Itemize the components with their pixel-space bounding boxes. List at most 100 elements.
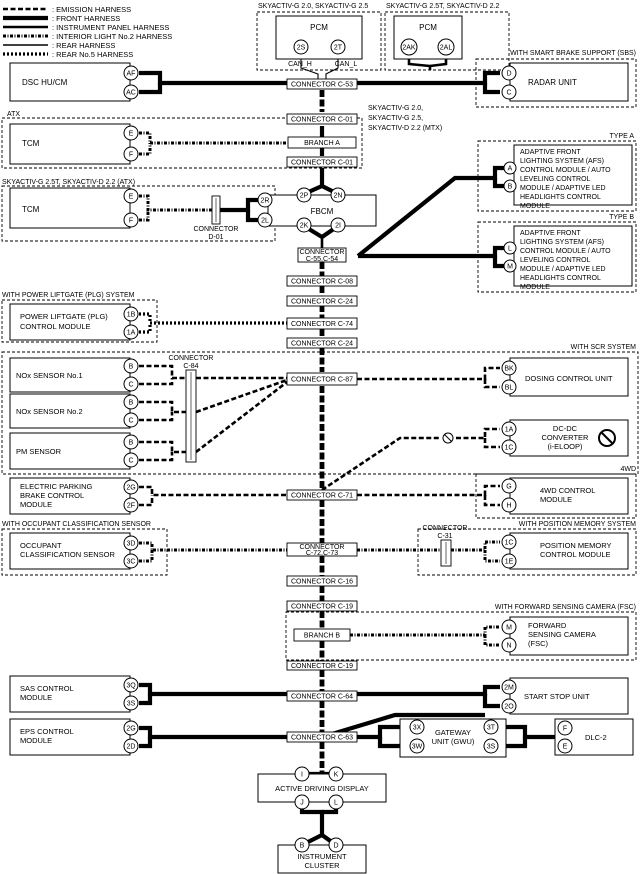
awd-line1: 4WD CONTROL <box>540 486 595 495</box>
gwu-line2: UNIT (GWU) <box>432 737 475 746</box>
option-groups <box>1 11 639 661</box>
pin-afs-b-m: M <box>507 264 513 271</box>
fsc-line1: FORWARD <box>528 621 567 630</box>
pin-dsc-af: AF <box>127 71 136 78</box>
connector-c84-line1: CONNECTOR <box>169 355 214 362</box>
pin-fbcm-2i: 2I <box>335 223 341 230</box>
connectors: CONNECTOR C-53 CONNECTOR C-01 BRANCH A C… <box>169 61 468 743</box>
pin-posmem-1c: 1C <box>505 540 514 547</box>
pin-dsc-ac: AC <box>126 90 136 97</box>
connector-c72-c73-line2: C-72,C-73 <box>306 550 338 557</box>
add-label: ACTIVE DRIVING DISPLAY <box>275 784 369 793</box>
radar-label: RADAR UNIT <box>528 78 577 87</box>
header-sbs: WITH SMART BRAKE SUPPORT (SBS) <box>510 50 636 57</box>
pin-ocs-3c: 3C <box>127 559 136 566</box>
afs-b-line2: LIGHTING SYSTEM (AFS) <box>520 239 604 246</box>
connector-c01-top: CONNECTOR C-01 <box>291 117 353 124</box>
legend-emission: : EMISSION HARNESS <box>52 5 131 14</box>
pin-pm-c: C <box>128 458 133 465</box>
pin-sas-3q: 3Q <box>126 683 136 690</box>
legend-rear5: : REAR No.5 HARNESS <box>52 50 133 59</box>
wire-marker-icon <box>442 432 454 444</box>
connector-c64: CONNECTOR C-64 <box>291 694 353 701</box>
pin-posmem-1e: 1E <box>505 559 514 566</box>
pin-gwu-3t: 3T <box>487 725 496 732</box>
pin-4wd-g: G <box>506 484 511 491</box>
header-type-b: TYPE B <box>609 214 634 221</box>
pin-dosing-bk: BK <box>504 366 514 373</box>
pin-gwu-3s: 3S <box>487 744 496 751</box>
pin-ic-d: D <box>333 843 338 850</box>
startstop-label: START STOP UNIT <box>524 692 590 701</box>
afs-a-line7: MODULE <box>520 203 550 210</box>
pin-eps-2d: 2D <box>127 744 136 751</box>
pin-fbcm-2l: 2L <box>261 218 269 225</box>
pins: 2S 2T 2AK 2AL AF AC D C E F E F 2R 2L 2P… <box>123 38 573 853</box>
pin-afs-a-a: A <box>508 166 513 173</box>
pin-ic-b: B <box>300 843 305 850</box>
pin-sas-3s: 3S <box>127 701 136 708</box>
connector-c72-c73-line1: CONNECTOR <box>300 544 345 551</box>
header-mtx-line2: SKYACTIV-G 2.5, <box>368 115 423 122</box>
gwu-line1: GATEWAY <box>435 728 471 737</box>
connector-c08: CONNECTOR C-08 <box>291 279 353 286</box>
sas-line1: SAS CONTROL <box>20 684 74 693</box>
pin-pcm2-2al: 2AL <box>440 45 453 52</box>
pin-nox2-c: C <box>128 418 133 425</box>
header-pcm1: SKYACTIV-G 2.0, SKYACTIV-G 2.5 <box>258 3 368 10</box>
epb-line1: ELECTRIC PARKING <box>20 482 93 491</box>
header-type-a: TYPE A <box>609 133 634 140</box>
fsc-line2: SENSING CAMERA <box>528 630 596 639</box>
pin-fsc-n: N <box>506 643 511 650</box>
tcm1-label: TCM <box>22 139 40 148</box>
pin-dosing-bl: BL <box>505 385 514 392</box>
afs-b-line5: MODULE / ADAPTIVE LED <box>520 266 606 273</box>
prohibited-icon <box>598 429 616 447</box>
pin-dcdc-1c: 1C <box>505 445 514 452</box>
header-atx2: SKYACTIV-G 2.5T, SKYACTIV-D 2.2 (ATX) <box>2 179 135 186</box>
connector-d01-line2: D-01 <box>208 234 223 241</box>
pin-radar-c: C <box>506 90 511 97</box>
awd-line2: MODULE <box>540 495 572 504</box>
plg-line2: CONTROL MODULE <box>20 322 91 331</box>
pin-plg-1b: 1B <box>127 312 136 319</box>
pin-pcm2-2ak: 2AK <box>402 45 416 52</box>
pin-ocs-3d: 3D <box>127 541 136 548</box>
connector-c55-c54-line2: C-55,C-54 <box>306 256 338 263</box>
connector-c31-line2: C-31 <box>437 533 452 540</box>
connector-d01-line1: CONNECTOR <box>194 226 239 233</box>
pin-tcm2-e: E <box>129 194 134 201</box>
afs-a-line4: LEVELING CONTROL <box>520 176 591 183</box>
ic-line2: CLUSTER <box>304 861 340 870</box>
pin-gwu-3w: 3W <box>412 744 423 751</box>
connector-c63: CONNECTOR C-63 <box>291 735 353 742</box>
dcdc-line1: DC-DC <box>553 424 578 433</box>
header-mtx-line1: SKYACTIV-G 2.0, <box>368 105 423 112</box>
branch-b: BRANCH B <box>304 633 341 640</box>
dosing-label: DOSING CONTROL UNIT <box>525 374 613 383</box>
ocs-line1: OCCUPANT <box>20 541 62 550</box>
connector-c31-line1: CONNECTOR <box>423 525 468 532</box>
can-l-label: CAN_L <box>335 61 358 68</box>
afs-a-line5: MODULE / ADAPTIVE LED <box>520 185 606 192</box>
fsc-line3: (FSC) <box>528 639 548 648</box>
posmem-line1: POSITION MEMORY <box>540 541 612 550</box>
pin-fsc-m: M <box>506 625 512 632</box>
pin-pm-b: B <box>129 440 134 447</box>
legend-rear: : REAR HARNESS <box>52 41 115 50</box>
pin-afs-b-l: L <box>508 246 512 253</box>
pin-nox1-c: C <box>128 382 133 389</box>
pin-tcm1-f: F <box>129 152 133 159</box>
legend: : EMISSION HARNESS : FRONT HARNESS : INS… <box>3 5 172 59</box>
afs-a-line3: CONTROL MODULE / AUTO <box>520 167 611 174</box>
pin-dlc-f: F <box>563 726 567 733</box>
connector-c19-bottom: CONNECTOR C-19 <box>291 663 353 670</box>
modules: PCM PCM DSC HU/CM RADAR UNIT TCM TCM FBC… <box>9 15 634 874</box>
pin-fbcm-2p: 2P <box>300 193 309 200</box>
eps-line1: EPS CONTROL <box>20 727 74 736</box>
posmem-line2: CONTROL MODULE <box>540 550 611 559</box>
pin-add-k: K <box>334 772 339 779</box>
afs-b-line3: CONTROL MODULE / AUTO <box>520 248 611 255</box>
nox2-label: NOx SENSOR No.2 <box>16 407 83 416</box>
